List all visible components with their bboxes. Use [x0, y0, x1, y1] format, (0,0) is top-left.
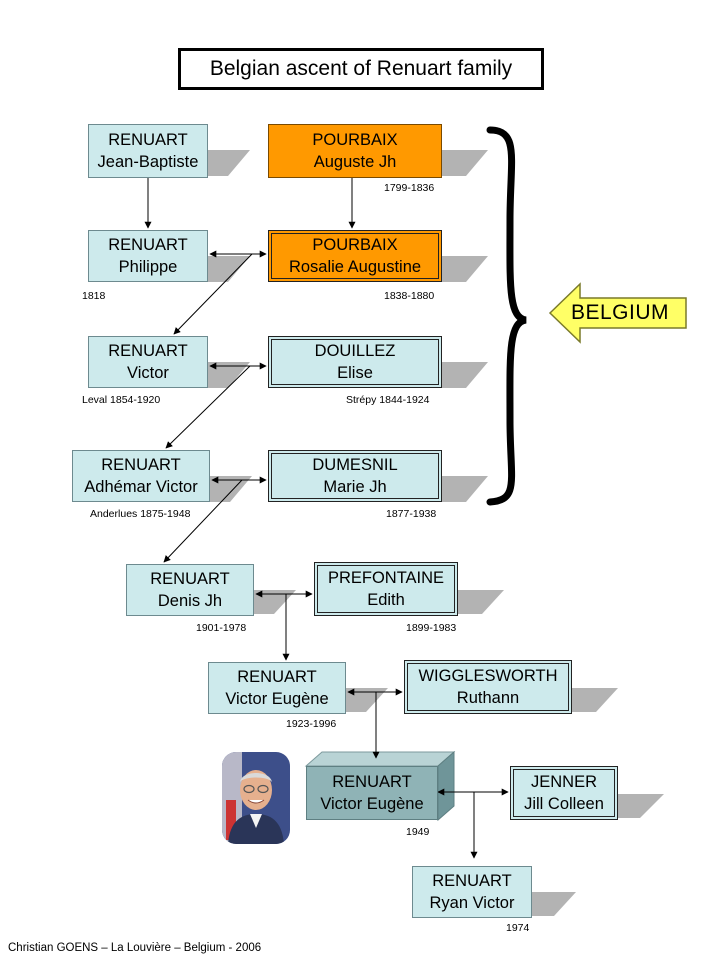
surname: RENUART [332, 773, 412, 791]
person-renuart-adhemar-victor: RENUART Adhémar Victor [72, 450, 210, 502]
given-name: Philippe [118, 258, 178, 276]
person-renuart-victor-eugene-1949: RENUART Victor Eugène [306, 766, 438, 820]
person-prefontaine-edith: PREFONTAINE Edith [314, 562, 458, 616]
date-victor: Leval 1854-1920 [82, 394, 161, 406]
surname: RENUART [108, 236, 188, 254]
person-pourbaix-auguste: POURBAIX Auguste Jh [268, 124, 442, 178]
footer-credit: Christian GOENS – La Louvière – Belgium … [8, 942, 262, 954]
person-renuart-victor-eugene-1923: RENUART Victor Eugène [208, 662, 346, 714]
date-adhemar: Anderlues 1875-1948 [90, 508, 191, 520]
given-name: Auguste Jh [313, 153, 397, 171]
person-renuart-victor: RENUART Victor [88, 336, 208, 388]
given-name: Victor Eugène [320, 795, 424, 813]
surname: PREFONTAINE [327, 569, 445, 587]
belgium-label: BELGIUM [570, 301, 670, 324]
given-name: Jean-Baptiste [97, 153, 199, 171]
person-renuart-jean-baptiste: RENUART Jean-Baptiste [88, 124, 208, 178]
date-edith: 1899-1983 [406, 622, 457, 634]
date-ryan: 1974 [506, 922, 530, 934]
surname: RENUART [108, 342, 188, 360]
given-name: Denis Jh [157, 592, 223, 610]
surname: DUMESNIL [312, 456, 398, 474]
surname: RENUART [101, 456, 181, 474]
person-wigglesworth-ruthann: WIGGLESWORTH Ruthann [404, 660, 572, 714]
date-victor-eugene-1949: 1949 [406, 826, 430, 838]
given-name: Marie Jh [323, 478, 387, 496]
date-denis: 1901-1978 [196, 622, 247, 634]
person-jenner-jill: JENNER Jill Colleen [510, 766, 618, 820]
block-top-face [304, 751, 456, 767]
surname: RENUART [237, 668, 317, 686]
date-elise: Strépy 1844-1924 [346, 394, 430, 406]
given-name: Rosalie Augustine [288, 258, 422, 276]
surname: DOUILLEZ [314, 342, 396, 360]
given-name: Ryan Victor [429, 894, 515, 912]
date-marie: 1877-1938 [386, 508, 437, 520]
surname: RENUART [108, 131, 188, 149]
person-renuart-denis: RENUART Denis Jh [126, 564, 254, 616]
portrait-photo [222, 752, 290, 844]
person-douillez-elise: DOUILLEZ Elise [268, 336, 442, 388]
given-name: Victor Eugène [225, 690, 329, 708]
diagram-title: Belgian ascent of Renuart family [178, 48, 544, 90]
person-dumesnil-marie: DUMESNIL Marie Jh [268, 450, 442, 502]
given-name: Jill Colleen [524, 795, 604, 813]
given-name: Ruthann [456, 689, 520, 707]
given-name: Elise [337, 364, 373, 382]
surname: JENNER [530, 773, 597, 791]
date-philippe: 1818 [82, 290, 106, 302]
person-renuart-ryan-victor: RENUART Ryan Victor [412, 866, 532, 918]
block-side-face [437, 750, 455, 822]
person-pourbaix-rosalie: POURBAIX Rosalie Augustine [268, 230, 442, 282]
date-victor-eugene-1923: 1923-1996 [286, 718, 337, 730]
date-rosalie: 1838-1880 [384, 290, 435, 302]
surname: WIGGLESWORTH [418, 667, 558, 685]
surname: RENUART [150, 570, 230, 588]
surname: POURBAIX [312, 131, 398, 149]
given-name: Edith [367, 591, 405, 609]
surname: RENUART [432, 872, 512, 890]
given-name: Victor [127, 364, 169, 382]
person-renuart-philippe: RENUART Philippe [88, 230, 208, 282]
given-name: Adhémar Victor [84, 478, 198, 496]
surname: POURBAIX [312, 236, 398, 254]
belgium-arrow [548, 282, 687, 344]
belgium-brace [486, 126, 527, 506]
date-auguste: 1799-1836 [384, 182, 435, 194]
